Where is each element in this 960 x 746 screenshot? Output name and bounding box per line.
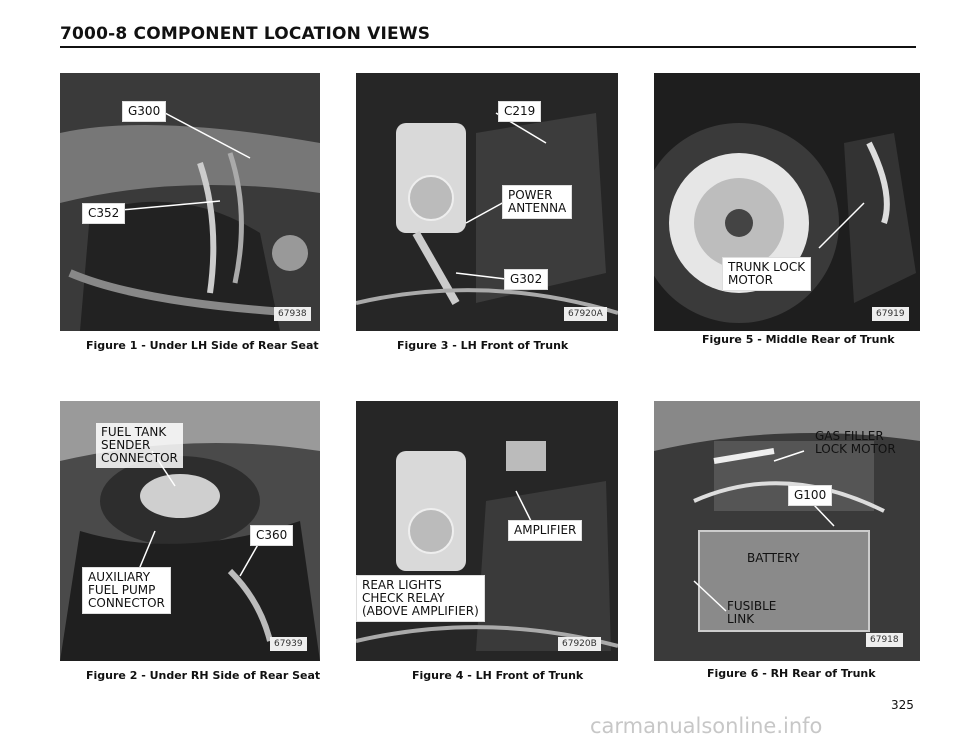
figure-3-caption: Figure 3 - LH Front of Trunk xyxy=(397,339,569,352)
callout-auxiliary-fuel-pump-connector: AUXILIARY FUEL PUMP CONNECTOR xyxy=(82,567,171,614)
page-header-title: 7000-8 COMPONENT LOCATION VIEWS xyxy=(60,24,431,44)
figure-1-caption: Figure 1 - Under LH Side of Rear Seat xyxy=(86,339,319,352)
callout-power-antenna: POWER ANTENNA xyxy=(502,185,573,219)
callout-c360: C360 xyxy=(250,525,294,546)
figure-6-caption: Figure 6 - RH Rear of Trunk xyxy=(707,667,876,680)
figure-3-photo: C219 POWER ANTENNA G302 67920A xyxy=(356,73,618,331)
callout-g100: G100 xyxy=(788,485,833,506)
callout-gas-filler-lock-motor: GAS FILLER LOCK MOTOR xyxy=(815,429,896,456)
callout-rear-lights-check-relay: REAR LIGHTS CHECK RELAY (ABOVE AMPLIFIER… xyxy=(356,575,485,622)
figure-3-photo-art xyxy=(356,73,618,331)
callout-fusible-link: FUSIBLE LINK xyxy=(727,599,777,626)
figure-4-photo: AMPLIFIER REAR LIGHTS CHECK RELAY (ABOVE… xyxy=(356,401,618,661)
header-rule xyxy=(60,46,916,48)
page-number: 325 xyxy=(891,698,914,712)
figure-code: 67938 xyxy=(274,307,311,321)
callout-trunk-lock-motor: TRUNK LOCK MOTOR xyxy=(722,257,812,291)
figure-code: 67918 xyxy=(866,633,903,647)
callout-c352: C352 xyxy=(82,203,126,224)
figure-code: 67920A xyxy=(564,307,607,321)
figure-1-photo: G300 C352 67938 xyxy=(60,73,320,331)
figure-4-caption: Figure 4 - LH Front of Trunk xyxy=(412,669,584,682)
figure-1-photo-art xyxy=(60,73,320,331)
callout-g300: G300 xyxy=(122,101,167,122)
figure-code: 67919 xyxy=(872,307,909,321)
callout-battery: BATTERY xyxy=(747,551,800,565)
figure-5-photo: TRUNK LOCK MOTOR 67919 xyxy=(654,73,920,331)
figure-2-photo: FUEL TANK SENDER CONNECTOR C360 AUXILIAR… xyxy=(60,401,320,661)
figure-code: 67939 xyxy=(270,637,307,651)
figure-2-caption: Figure 2 - Under RH Side of Rear Seat xyxy=(86,669,321,682)
callout-c219: C219 xyxy=(498,101,542,122)
figure-6-photo-art xyxy=(654,401,920,661)
watermark: carmanualsonline.info xyxy=(590,714,823,738)
callout-fuel-tank-sender-connector: FUEL TANK SENDER CONNECTOR xyxy=(96,423,183,468)
figure-6-photo: GAS FILLER LOCK MOTOR G100 BATTERY FUSIB… xyxy=(654,401,920,661)
callout-g302: G302 xyxy=(504,269,549,290)
figure-5-caption: Figure 5 - Middle Rear of Trunk xyxy=(702,333,895,346)
callout-amplifier: AMPLIFIER xyxy=(508,520,583,541)
figure-code: 67920B xyxy=(558,637,601,651)
figure-5-photo-art xyxy=(654,73,920,331)
